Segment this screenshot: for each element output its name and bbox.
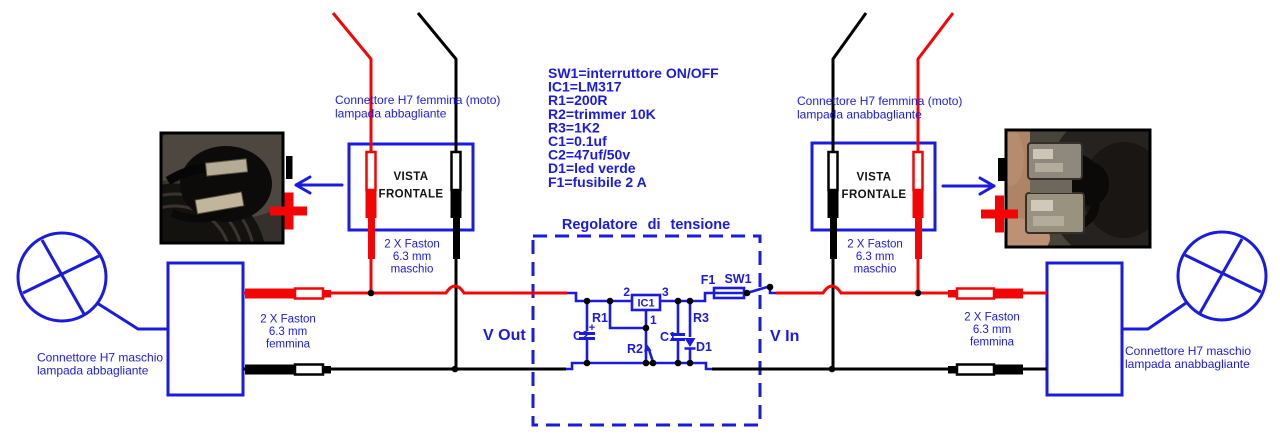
svg-text:maschio: maschio [854,264,897,276]
right-minus-symbol [998,158,1005,181]
right-plus-symbol [981,195,1018,233]
svg-text:6.3 mm: 6.3 mm [393,251,431,263]
svg-text:femmina: femmina [266,339,311,351]
left-vista-blade-glyphs [365,150,462,259]
legend-line: R1=200R [548,92,608,108]
svg-text:FRONTALE: FRONTALE [842,189,907,201]
svg-text:lampada anabbagliante: lampada anabbagliante [797,108,922,122]
svg-text:VISTA: VISTA [856,172,891,184]
svg-text:2 X Faston: 2 X Faston [847,239,903,251]
right-faston-crimps [948,287,1023,376]
svg-text:Connettore H7 maschio: Connettore H7 maschio [1125,344,1251,358]
svg-text:Connettore H7 maschio: Connettore H7 maschio [37,351,163,365]
svg-text:2 X Faston: 2 X Faston [260,314,316,326]
resistor-r1 [608,301,646,330]
right-photo [1004,128,1152,249]
legend-line: C2=47uf/50v [548,147,630,163]
left-arrow-icon [294,175,344,195]
ic1-pin3-label: 3 [662,285,669,299]
left-plus-symbol [270,192,307,230]
component-legend: SW1=interruttore ON/OFF IC1=LM317 R1=200… [548,65,719,190]
right-polarity [941,158,1018,233]
ic1-body [630,293,662,312]
svg-text:Connettore H7 femmina (moto): Connettore H7 femmina (moto) [335,93,500,107]
svg-text:6.3 mm: 6.3 mm [269,326,307,338]
right-arrow-icon [941,176,996,196]
svg-text:femmina: femmina [970,337,1015,349]
junction-dots [367,283,922,373]
circuit-component-labels: C2 + R1 R2 C1 R3 D1 F1 SW1 IC1 2 3 1 [573,272,752,356]
c1-label: C1 [660,330,676,344]
right-vista-frontale-box [810,141,937,232]
legend-line: F1=fusibile 2 A [548,174,647,190]
legend-line: R3=1K2 [548,120,600,136]
sw1-label: SW1 [724,272,751,286]
capacitor-c1 [671,301,685,363]
right-faston-male-label: 2 X Faston 6.3 mm maschio [847,239,903,276]
c2-label: C2 [573,329,589,343]
r3-label: R3 [693,311,709,325]
left-faston-female-label: 2 X Faston 6.3 mm femmina [260,314,316,351]
right-vista-blade-glyphs [827,150,924,259]
left-h7-male-connector-box [166,261,245,397]
v-in-label: V In [770,328,799,345]
regulator-title: Regolatore di tensione [562,217,730,233]
left-vista-frontale-label: VISTA FRONTALE [379,171,444,201]
regulator-circuit [579,285,776,363]
trimmer-r2 [644,343,655,363]
left-lamp-connector-label: Connettore H7 maschio lampada abbagliant… [37,351,163,378]
right-faston-female-label: 2 X Faston 6.3 mm femmina [964,312,1020,349]
left-vista-frontale-box [347,142,475,232]
svg-text:lampada abbagliante: lampada abbagliante [37,364,149,378]
svg-text:VISTA: VISTA [393,171,428,183]
led-d1 [684,338,696,363]
left-faston-crimps [245,287,331,376]
right-h7-male-connector-box [1045,261,1124,397]
d1-label: D1 [696,340,712,354]
svg-text:6.3 mm: 6.3 mm [856,251,894,263]
f1-label: F1 [701,273,716,287]
svg-text:2 X Faston: 2 X Faston [964,312,1020,324]
svg-text:lampada abbagliante: lampada abbagliante [335,107,447,121]
svg-text:lampada anabbagliante: lampada anabbagliante [1125,357,1250,371]
legend-line: D1=led verde [548,160,636,176]
right-moto-connector-label: Connettore H7 femmina (moto) lampada ana… [797,94,962,122]
legend-line: C1=0.1uf [548,133,607,149]
positive-wire [243,284,1047,303]
legend-line: R2=trimmer 10K [548,106,656,122]
regulator-dashed-box [531,234,762,427]
r2-label: R2 [627,342,643,356]
capacitor-c2 [579,301,595,363]
left-faston-male-label: 2 X Faston 6.3 mm maschio [384,239,440,276]
r1-label: R1 [592,311,608,325]
left-photo [159,131,285,245]
v-out-label: V Out [483,327,526,344]
left-minus-symbol [286,156,293,179]
left-lamp-symbol [16,231,245,397]
svg-text:maschio: maschio [391,264,434,276]
legend-line: SW1=interruttore ON/OFF [548,65,719,81]
right-lamp-connector-label: Connettore H7 maschio lampada anabbaglia… [1125,344,1251,371]
ic1-pin2-label: 2 [623,285,630,299]
svg-text:Connettore H7 femmina (moto): Connettore H7 femmina (moto) [797,94,962,108]
right-vista-frontale-label: VISTA FRONTALE [842,172,907,202]
left-polarity [270,156,344,230]
legend-line: IC1=LM317 [548,79,622,95]
svg-text:2 X Faston: 2 X Faston [384,239,440,251]
ic1-label: IC1 [637,298,654,310]
svg-text:6.3 mm: 6.3 mm [973,324,1011,336]
c2-plus-label: + [589,322,595,334]
fuse-f1 [712,286,747,300]
ic1-pin1-label: 1 [650,313,657,327]
right-lamp-symbol [1045,230,1268,397]
left-moto-connector-label: Connettore H7 femmina (moto) lampada abb… [335,93,500,121]
svg-text:FRONTALE: FRONTALE [379,189,444,201]
